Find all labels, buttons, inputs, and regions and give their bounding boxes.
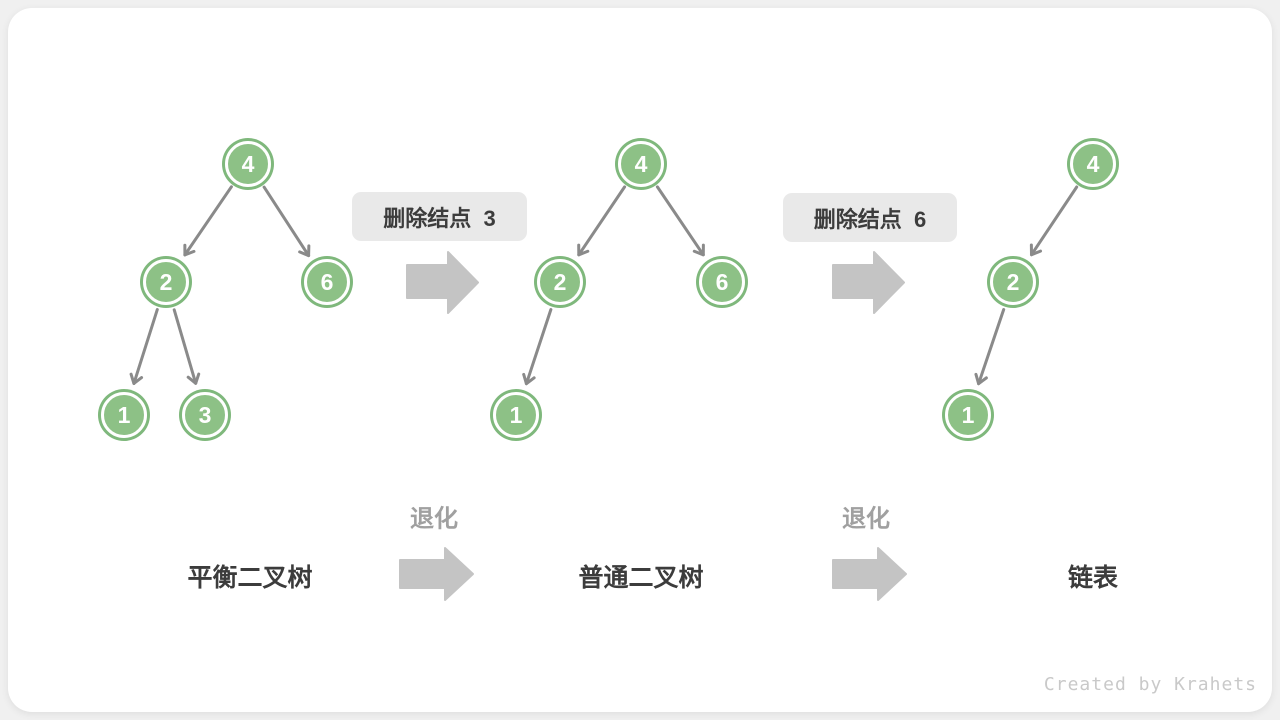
watermark-credit: Created by Krahets: [1043, 674, 1257, 695]
block-arrow-degrade-1: [399, 547, 474, 601]
tree2-edge-4-6: [655, 185, 705, 257]
tree1-node-2: 2: [143, 259, 189, 305]
tree1-node-3-value: 3: [198, 401, 212, 428]
tree1-edge-4-2: [183, 185, 233, 257]
tree1-node-6-value: 6: [320, 268, 334, 295]
tree2-node-2: 2: [537, 259, 583, 305]
tree2-node-6-value: 6: [715, 268, 729, 295]
tree3-node-2: 2: [990, 259, 1036, 305]
tree1-node-4-value: 4: [241, 150, 255, 177]
diagram-card: [8, 8, 1272, 712]
tree3-edge-2-1: [974, 308, 1006, 386]
degrade-label-2: 退化: [842, 505, 890, 533]
tree1-node-2-value: 2: [159, 268, 173, 295]
tree1-edge-4-6: [262, 185, 311, 258]
tree2-edge-4-2: [577, 185, 627, 257]
tree3-edge-4-2: [1029, 185, 1079, 257]
tree3-node-1-value: 1: [961, 401, 975, 428]
degrade-label-1: 退化: [410, 505, 458, 533]
tree1-node-1: 1: [101, 392, 147, 438]
tree3-node-4: 4: [1070, 141, 1116, 187]
tree2-node-1-value: 1: [509, 401, 523, 428]
tree2-node-4: 4: [618, 141, 664, 187]
badge-delete-node-6: 删除结点 6: [783, 193, 957, 242]
tree1-node-4: 4: [225, 141, 271, 187]
block-arrow-delete-6: [832, 251, 905, 314]
block-arrow-degrade-2: [832, 547, 907, 601]
tree2-node-1: 1: [493, 392, 539, 438]
tree1-label: 平衡二叉树: [187, 564, 313, 592]
badge-delete-node-3: 删除结点 3: [352, 192, 527, 241]
tree1-node-6: 6: [304, 259, 350, 305]
tree2-label: 普通二叉树: [578, 564, 704, 592]
tree2-node-4-value: 4: [634, 150, 648, 177]
tree1-node-1-value: 1: [117, 401, 131, 428]
tree1-edge-2-3: [172, 308, 201, 385]
tree2-node-2-value: 2: [553, 268, 567, 295]
tree2-node-6: 6: [699, 259, 745, 305]
block-arrow-delete-3: [406, 251, 479, 314]
tree2-edge-2-1: [522, 308, 553, 386]
tree3-label: 链表: [1067, 564, 1119, 592]
tree3-node-4-value: 4: [1086, 150, 1100, 177]
tree3-node-1: 1: [945, 392, 991, 438]
tree3-node-2-value: 2: [1006, 268, 1020, 295]
tree1-edge-2-1: [129, 308, 159, 385]
tree1-node-3: 3: [182, 392, 228, 438]
